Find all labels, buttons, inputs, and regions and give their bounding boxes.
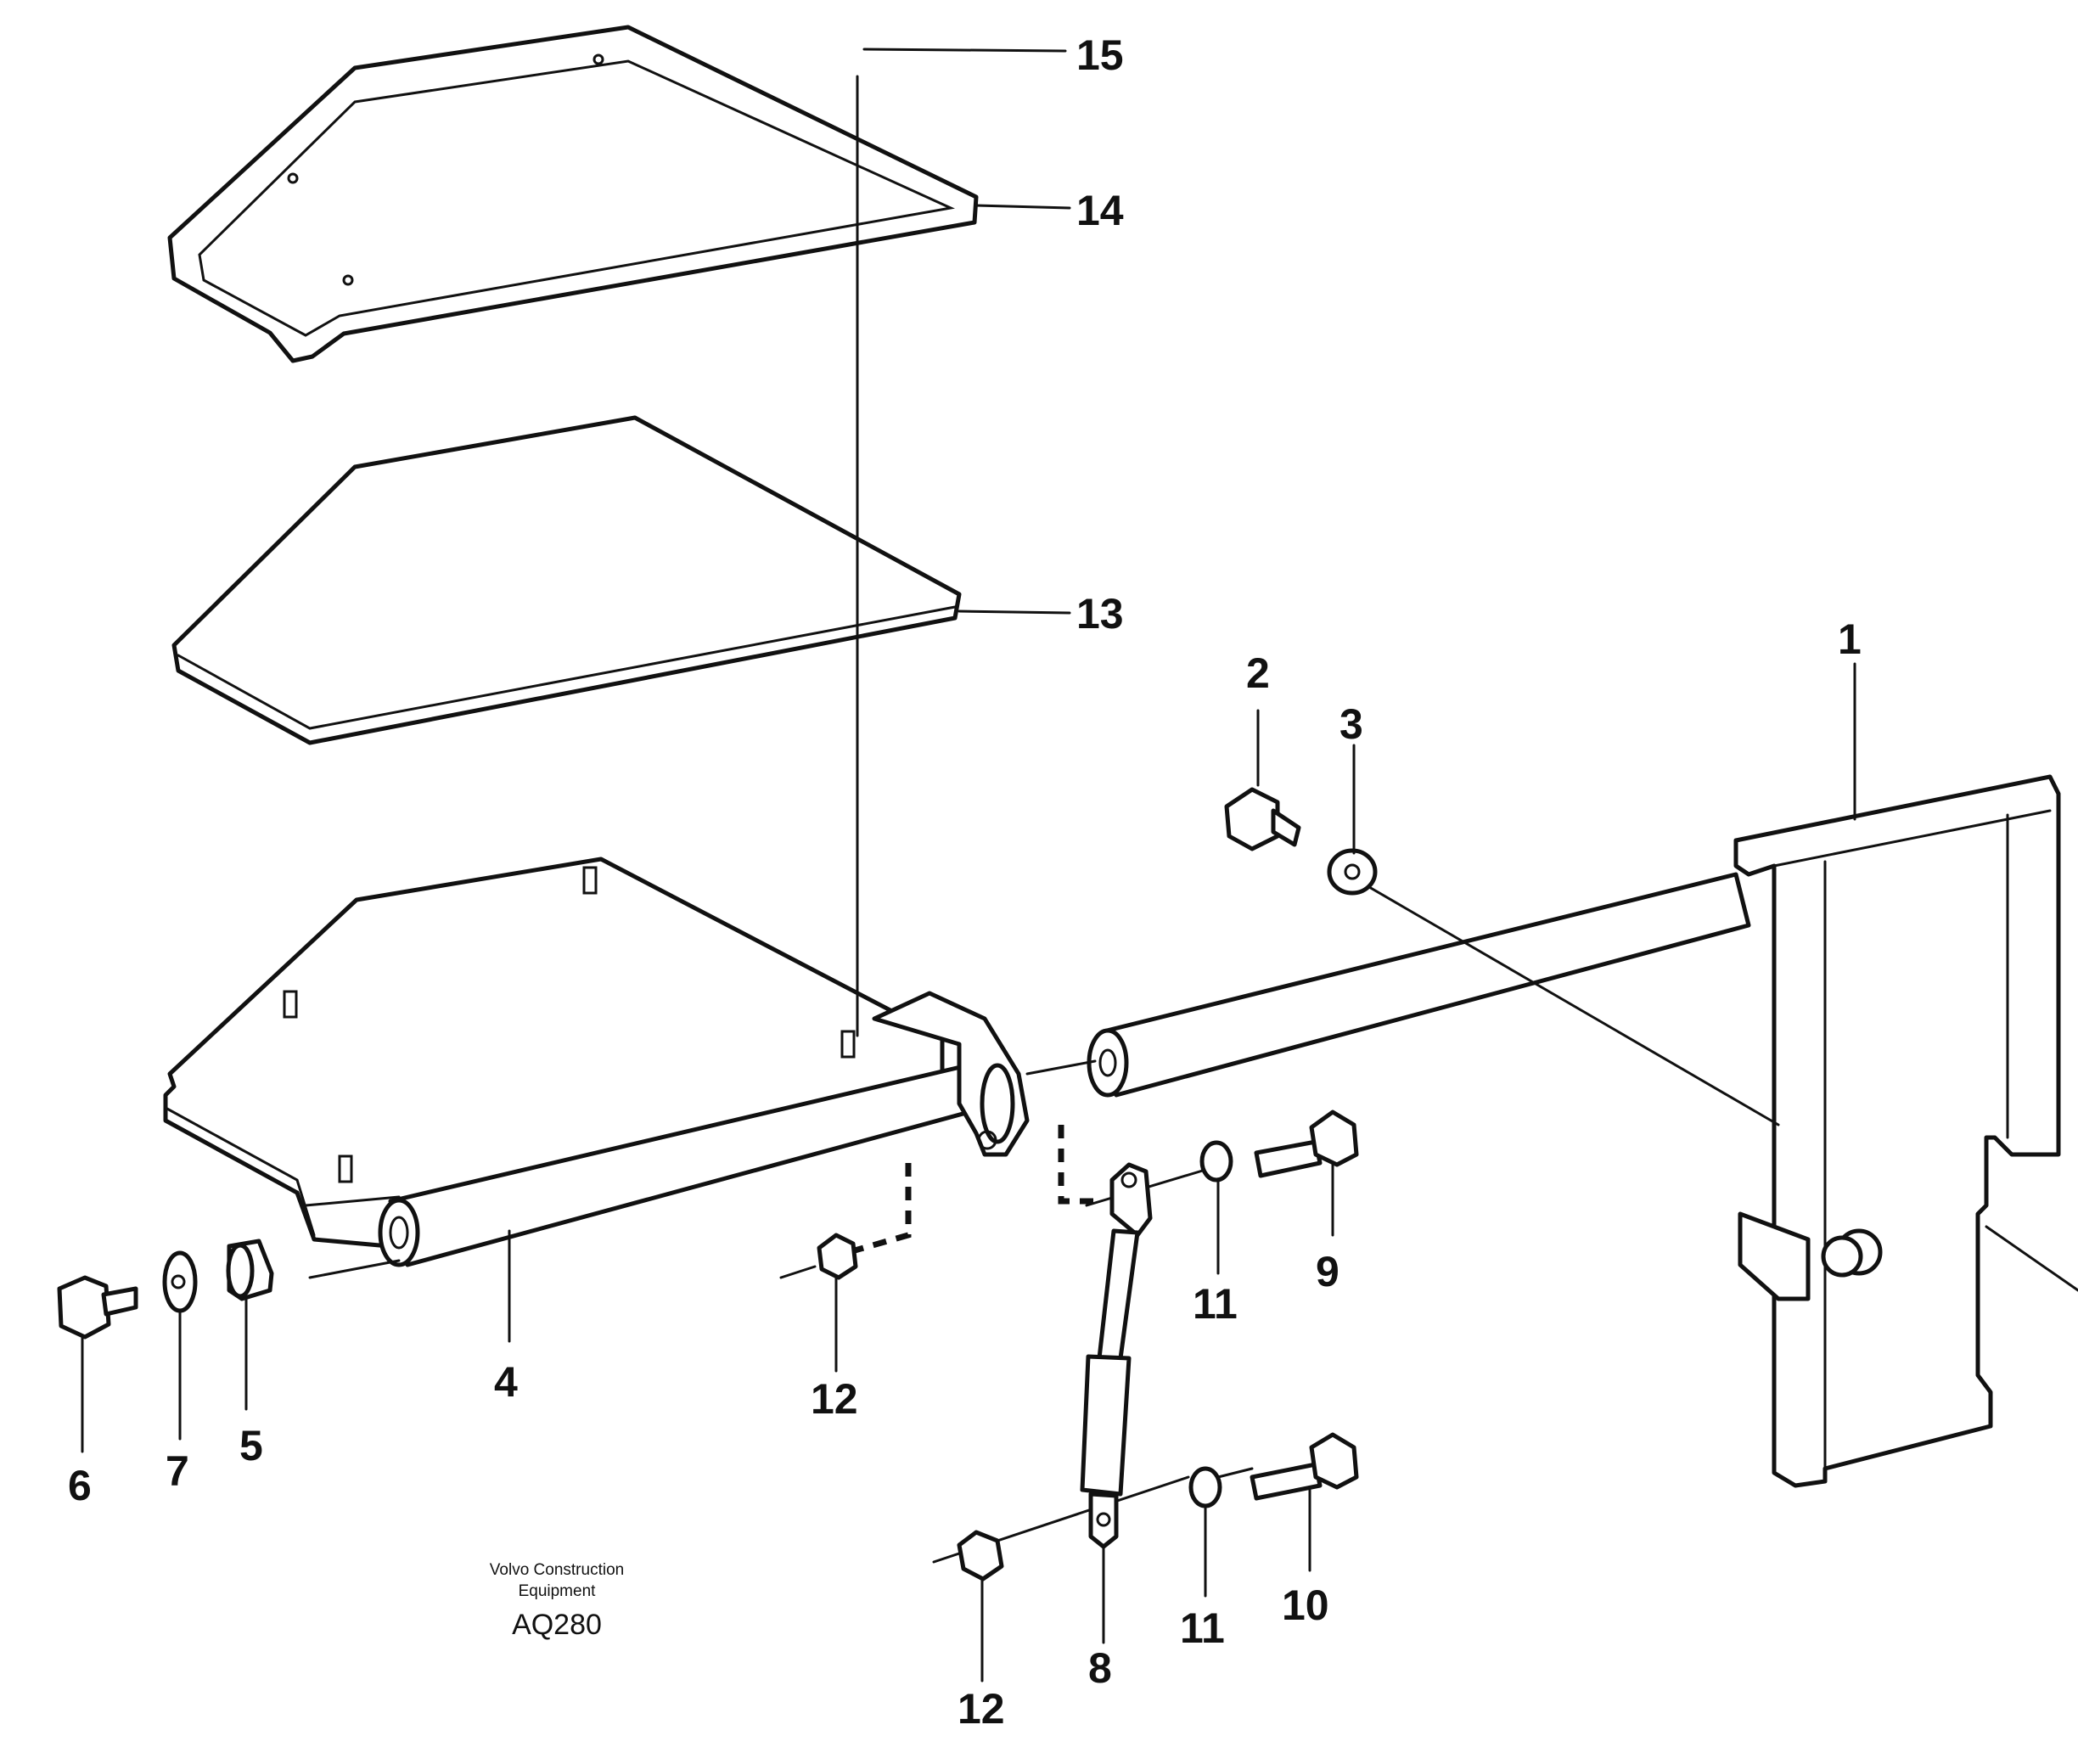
callout-12-upper: 12 bbox=[811, 1375, 858, 1423]
mat-part-13 bbox=[171, 415, 962, 745]
drawing-code: AQ280 bbox=[512, 1609, 602, 1641]
callout-11-lower: 11 bbox=[1180, 1604, 1225, 1652]
bolt-part-2 bbox=[1224, 787, 1301, 851]
cover-plate-part-14 bbox=[167, 25, 979, 363]
seat-base-part-4 bbox=[163, 857, 1030, 1267]
callout-3: 3 bbox=[1339, 700, 1363, 748]
callout-6: 6 bbox=[68, 1462, 92, 1509]
caption-line-2: Equipment bbox=[519, 1582, 597, 1600]
callout-leaders bbox=[81, 662, 1856, 1683]
washer-part-3 bbox=[1327, 848, 1378, 896]
callout-15: 15 bbox=[1076, 31, 1124, 79]
nut-part-12-upper bbox=[817, 1233, 858, 1280]
gas-strut-part-8 bbox=[1080, 1162, 1153, 1549]
bolt-part-10 bbox=[1250, 1432, 1359, 1501]
callout-14: 14 bbox=[1076, 187, 1124, 234]
callout-7: 7 bbox=[166, 1447, 189, 1495]
callout-13: 13 bbox=[1076, 590, 1124, 638]
callout-5: 5 bbox=[239, 1422, 263, 1469]
callout-12-lower: 12 bbox=[958, 1685, 1005, 1733]
nut-part-12-lower bbox=[957, 1530, 1004, 1581]
washer-part-11-upper bbox=[1199, 1140, 1233, 1183]
washer-part-7 bbox=[162, 1250, 198, 1313]
callout-10: 10 bbox=[1282, 1581, 1329, 1629]
caption-block: Volvo Construction Equipment AQ280 bbox=[490, 1561, 624, 1641]
callout-8: 8 bbox=[1088, 1644, 1112, 1692]
bolt-part-6 bbox=[57, 1275, 138, 1340]
callout-9: 9 bbox=[1316, 1248, 1339, 1295]
callout-11-upper: 11 bbox=[1193, 1280, 1238, 1328]
callout-1: 1 bbox=[1838, 615, 1862, 663]
callout-2: 2 bbox=[1246, 649, 1270, 697]
caption-line-1: Volvo Construction bbox=[490, 1561, 624, 1579]
callout-4: 4 bbox=[494, 1358, 518, 1406]
leader-lines bbox=[308, 48, 1780, 1564]
spacer-part-5 bbox=[226, 1239, 274, 1301]
bolt-part-9 bbox=[1254, 1110, 1359, 1178]
frame-part-1 bbox=[1087, 774, 2078, 1488]
callout-numbers: 1 2 3 4 5 6 7 8 9 10 11 11 12 12 13 14 1… bbox=[68, 31, 1862, 1733]
washer-part-11-lower bbox=[1188, 1466, 1222, 1508]
